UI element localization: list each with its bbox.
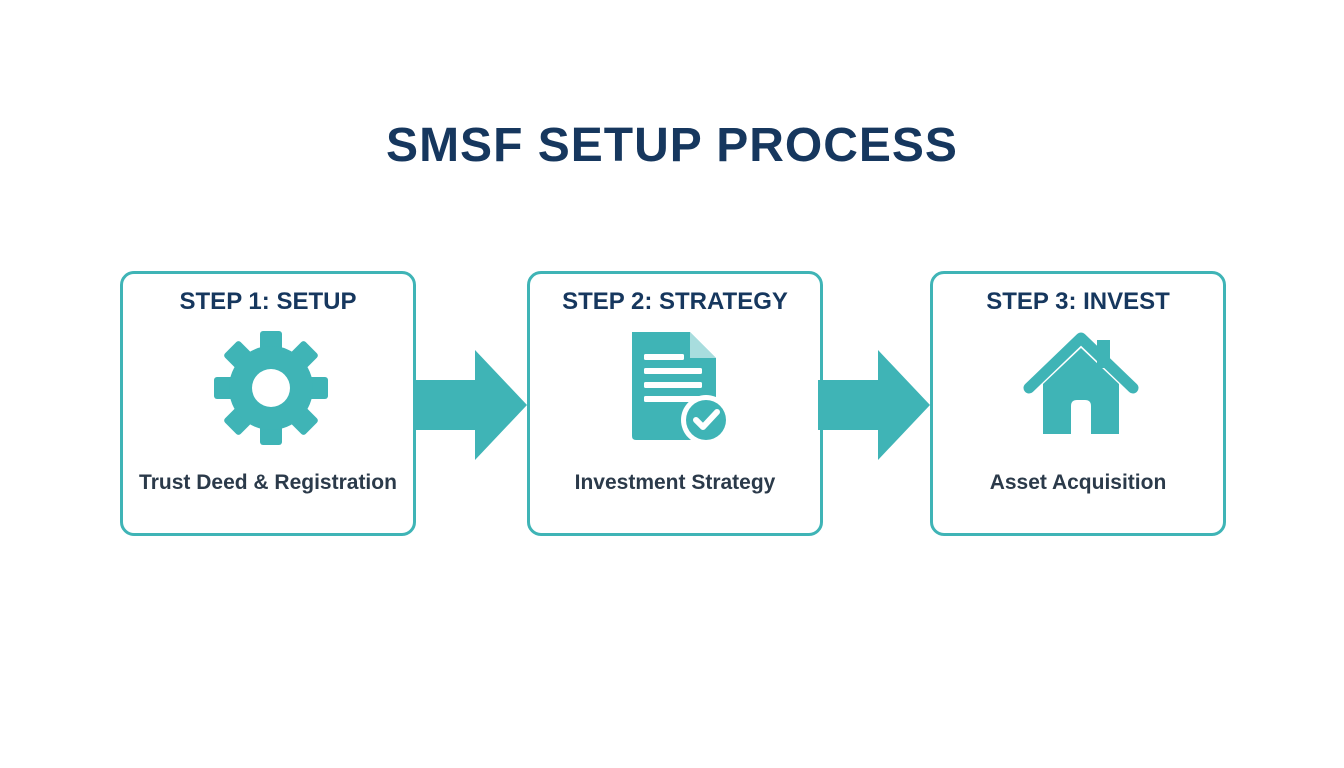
- document-check-icon: [618, 328, 738, 448]
- step-heading: STEP 1: SETUP: [179, 288, 357, 315]
- gear-icon: [211, 328, 331, 448]
- step-caption: Asset Acquisition: [989, 471, 1167, 494]
- arrow-right-icon: [818, 350, 930, 460]
- step-heading: STEP 2: STRATEGY: [562, 288, 788, 315]
- arrow-right-icon: [415, 350, 527, 460]
- page-title: SMSF SETUP PROCESS: [386, 119, 958, 172]
- step-card-strategy: STEP 2: STRATEGY Investment Strategy: [527, 271, 823, 536]
- step-card-invest: STEP 3: INVEST Asset Acquisition: [930, 271, 1226, 536]
- step-heading: STEP 3: INVEST: [986, 288, 1170, 315]
- house-icon: [1021, 328, 1141, 448]
- step-caption: Investment Strategy: [574, 471, 776, 494]
- step-card-setup: STEP 1: SETUP Trust Deed & Registration: [120, 271, 416, 536]
- step-caption: Trust Deed & Registration: [139, 471, 397, 494]
